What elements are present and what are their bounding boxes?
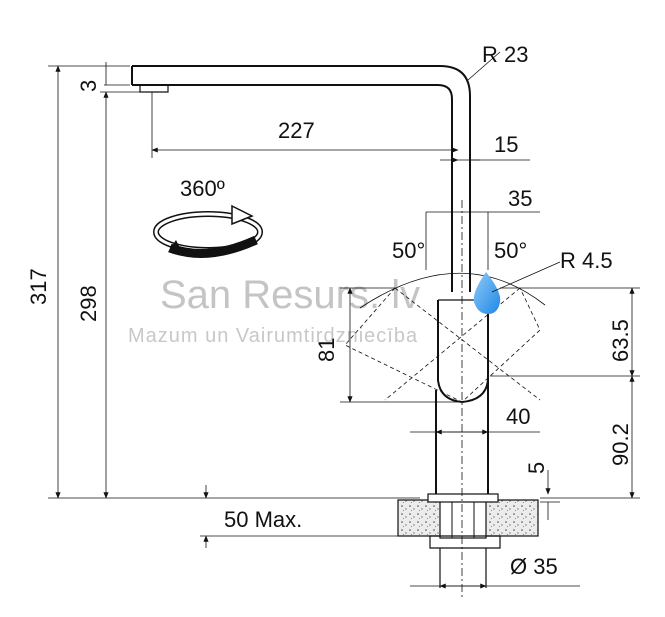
dim-lever-angle-left: 50° <box>392 238 425 263</box>
dim-hole-diameter: Ø 35 <box>510 554 558 579</box>
dim-base-gap: 5 <box>524 462 549 474</box>
water-drop-icon <box>473 272 501 314</box>
dim-total-height: 317 <box>26 268 51 305</box>
dim-lever-upper: 63.5 <box>608 319 633 362</box>
watermark-title: San Resurs. lv <box>160 273 420 317</box>
dim-lever-angle-right: 50° <box>494 238 527 263</box>
dimension-labels: 317 298 3 R 23 227 15 35 50° 50° R 4.5 8… <box>26 42 633 579</box>
dimension-lines <box>48 51 640 600</box>
dim-spout-offset: 15 <box>494 132 518 157</box>
dim-lever-radius: R 4.5 <box>560 248 613 273</box>
dim-lever-width: 35 <box>508 186 532 211</box>
dim-spout-height: 298 <box>76 285 101 322</box>
rotation-arrow-icon <box>153 204 263 258</box>
dim-body-height: 90.2 <box>608 423 633 466</box>
dim-spout-radius: R 23 <box>482 42 528 67</box>
dim-rotation: 360º <box>180 176 225 201</box>
dim-body-diameter: 40 <box>506 404 530 429</box>
faucet-outline <box>131 65 489 495</box>
watermark-subtitle: Mazum un Vairumtirdzniecība <box>128 325 418 347</box>
dim-counter-thickness: 50 Max. <box>224 507 302 532</box>
dim-spout-reach: 227 <box>278 118 315 143</box>
dim-lever-height: 81 <box>314 338 339 362</box>
dim-spout-thickness: 3 <box>76 80 101 92</box>
countertop <box>397 493 539 588</box>
